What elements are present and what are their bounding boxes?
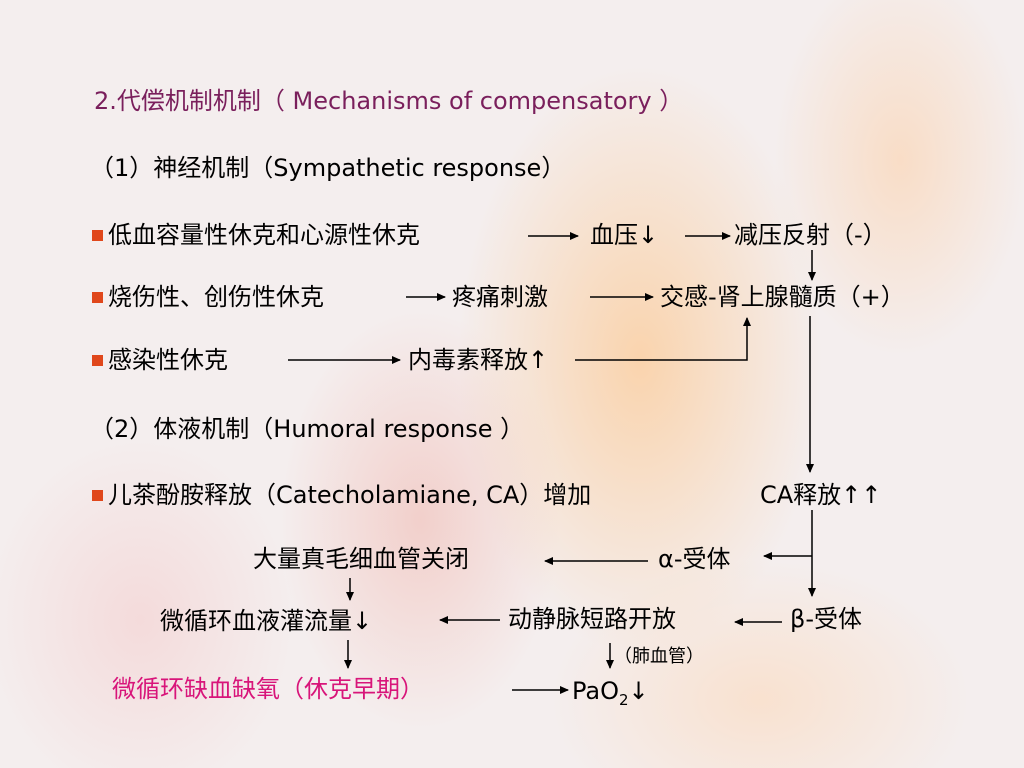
row1-baroreflex: 减压反射（-） (734, 221, 887, 249)
pao2-label: PaO2↓ (572, 677, 649, 709)
row2-cause: 烧伤性、创伤性休克 (108, 283, 324, 311)
beta-receptor: β-受体 (790, 605, 862, 633)
bullet-icon (92, 355, 103, 366)
row3-endotoxin: 内毒素释放↑ (408, 346, 549, 374)
microcirculation-flow: 微循环血液灌流量↓ (160, 607, 373, 635)
bullet-icon (92, 292, 103, 303)
humoral-heading: （2）体液机制（Humoral response ） (90, 415, 525, 443)
row3-cause: 感染性休克 (108, 346, 228, 374)
bullet-icon (92, 490, 103, 501)
lung-vessels: （肺血管） (614, 646, 704, 667)
av-shunt: 动静脉短路开放 (508, 605, 676, 633)
arrow-endotoxin-up (575, 317, 751, 361)
neural-heading: （1）神经机制（Sympathetic response） (90, 154, 566, 182)
slide-title: 2.代偿机制机制（ Mechanisms of compensatory ） (94, 87, 684, 115)
ca-release: CA释放↑↑ (760, 481, 882, 509)
humoral-cause: 儿茶酚胺释放（Catecholamiane, CA）增加 (108, 481, 592, 509)
alpha-receptor: α-受体 (658, 545, 731, 573)
row2-sympathetic: 交感-肾上腺髓质（+） (660, 283, 905, 311)
early-shock-result: 微循环缺血缺氧（休克早期） (112, 675, 424, 703)
row1-bp: 血压↓ (590, 221, 659, 249)
capillary-close: 大量真毛细血管关闭 (253, 545, 469, 573)
row1-cause: 低血容量性休克和心源性休克 (108, 221, 420, 249)
bullet-icon (92, 230, 103, 241)
row2-pain: 疼痛刺激 (452, 283, 548, 311)
